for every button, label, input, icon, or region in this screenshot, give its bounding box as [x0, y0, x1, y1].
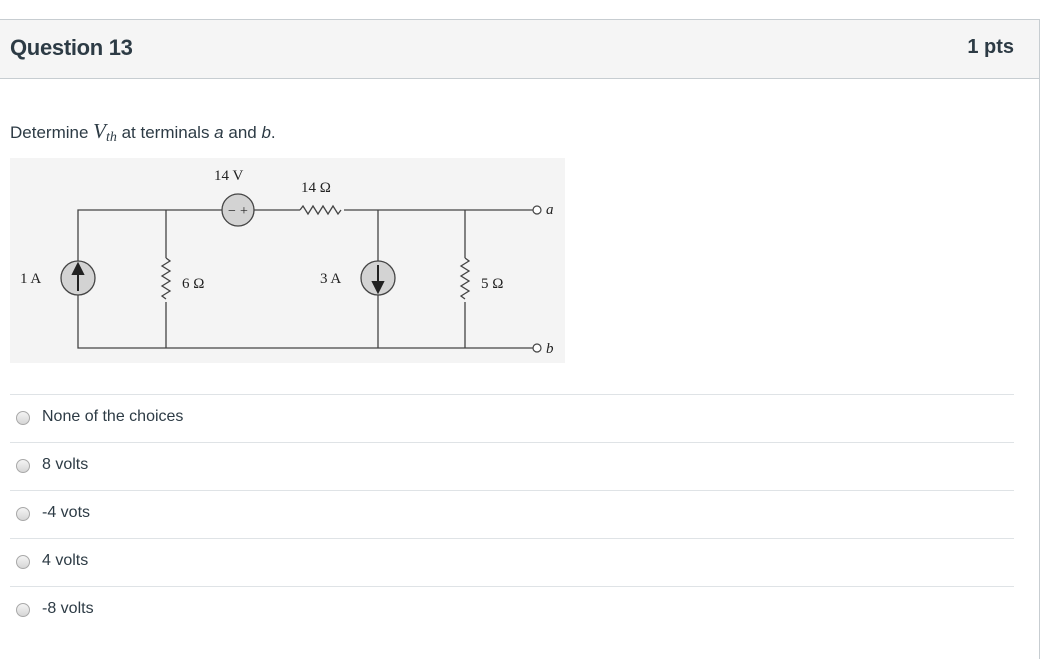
answer-label[interactable]: -8 volts	[42, 600, 94, 617]
question-prompt: Determine Vth at terminals a and b.	[10, 119, 276, 145]
answer-option[interactable]: None of the choices	[10, 394, 1014, 442]
prompt-b: b	[261, 123, 271, 142]
radio-button[interactable]	[16, 459, 30, 473]
vs-plus: +	[240, 204, 248, 219]
terminal-a	[532, 205, 542, 215]
arrow-down-icon	[371, 265, 385, 295]
question-points: 1 pts	[967, 36, 1014, 58]
circuit-background	[10, 158, 565, 363]
vs-minus: −	[228, 204, 236, 219]
arrow-up-icon	[71, 261, 85, 291]
radio-button[interactable]	[16, 411, 30, 425]
prompt-text: at terminals	[116, 123, 215, 142]
label-14ohm: 14 Ω	[301, 180, 331, 196]
wire-bottom	[77, 295, 533, 349]
radio-button[interactable]	[16, 603, 30, 617]
circuit-diagram: − + 14 V 14 Ω 1 A 6 Ω 3 A 5 Ω a b	[10, 158, 565, 363]
answer-label[interactable]: -4 vots	[42, 504, 91, 521]
resistor-6-ohm	[160, 257, 172, 300]
terminal-b	[532, 343, 542, 353]
voltage-source-14v	[221, 193, 255, 227]
answer-list: None of the choices 8 volts -4 vots 4 vo…	[10, 394, 1014, 634]
label-1a: 1 A	[20, 271, 41, 287]
vth-symbol: Vth	[93, 119, 117, 145]
label-a: a	[546, 202, 554, 218]
prompt-text: and	[223, 123, 262, 142]
answer-label[interactable]: None of the choices	[42, 408, 184, 425]
wire-top-left	[77, 209, 222, 261]
answer-option[interactable]: -4 vots	[10, 490, 1014, 538]
prompt-text: Determine	[10, 123, 94, 142]
radio-button[interactable]	[16, 507, 30, 521]
question-card: Question 13 1 pts	[0, 19, 1040, 659]
answer-option[interactable]: 4 volts	[10, 538, 1014, 586]
radio-button[interactable]	[16, 555, 30, 569]
label-5ohm: 5 Ω	[481, 276, 503, 292]
label-14v: 14 V	[214, 168, 243, 184]
answer-option[interactable]: -8 volts	[10, 586, 1014, 634]
question-title: Question 13	[10, 35, 133, 60]
label-6ohm: 6 Ω	[182, 276, 204, 292]
resistor-14-ohm	[299, 204, 342, 216]
label-3a: 3 A	[320, 271, 341, 287]
answer-label[interactable]: 8 volts	[42, 456, 89, 473]
question-header: Question 13 1 pts	[0, 20, 1039, 79]
answer-label[interactable]: 4 volts	[42, 552, 89, 569]
label-b: b	[546, 341, 554, 357]
answer-option[interactable]: 8 volts	[10, 442, 1014, 490]
resistor-5-ohm	[459, 257, 471, 300]
prompt-a: a	[214, 123, 224, 142]
